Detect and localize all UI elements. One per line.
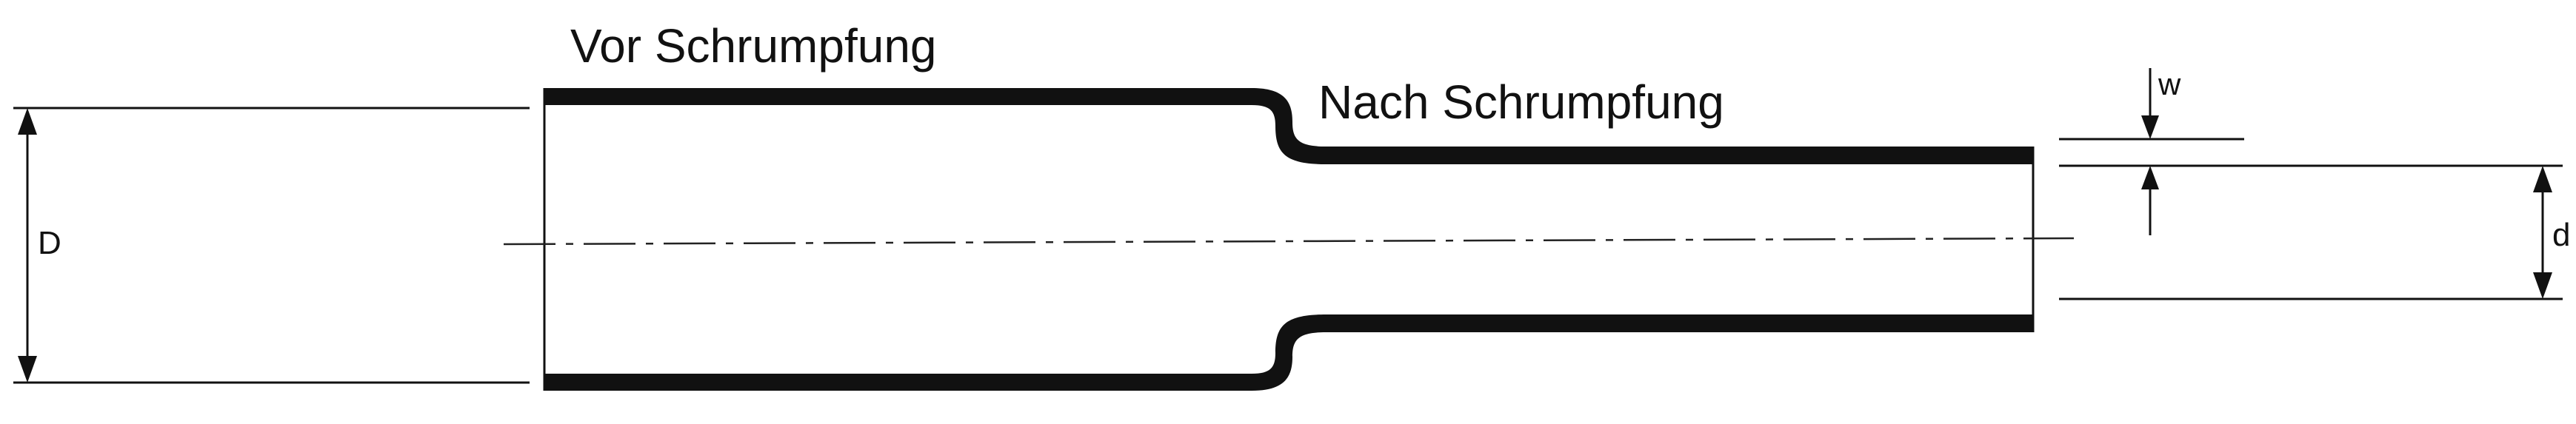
label-after-shrinking: Nach Schrumpfung: [1318, 75, 1724, 129]
tube-bottom-wall: [544, 314, 2033, 391]
center-line: [503, 237, 2075, 246]
dimension-w-arrow-up: [2141, 166, 2159, 189]
dimension-w-arrow-down: [2141, 115, 2159, 139]
dimension-d-label: d: [2552, 217, 2570, 253]
dimension-D-arrow-down: [18, 356, 37, 383]
dimension-D-label: D: [38, 225, 61, 261]
label-before-shrinking: Vor Schrumpfung: [570, 19, 937, 73]
dimension-d-arrow-down: [2533, 272, 2552, 299]
dimension-d-arrow-up: [2533, 166, 2552, 192]
dimension-w-label: w: [2158, 67, 2181, 101]
tube-top-wall: [544, 88, 2033, 164]
dimension-D-arrow-up: [18, 108, 37, 135]
